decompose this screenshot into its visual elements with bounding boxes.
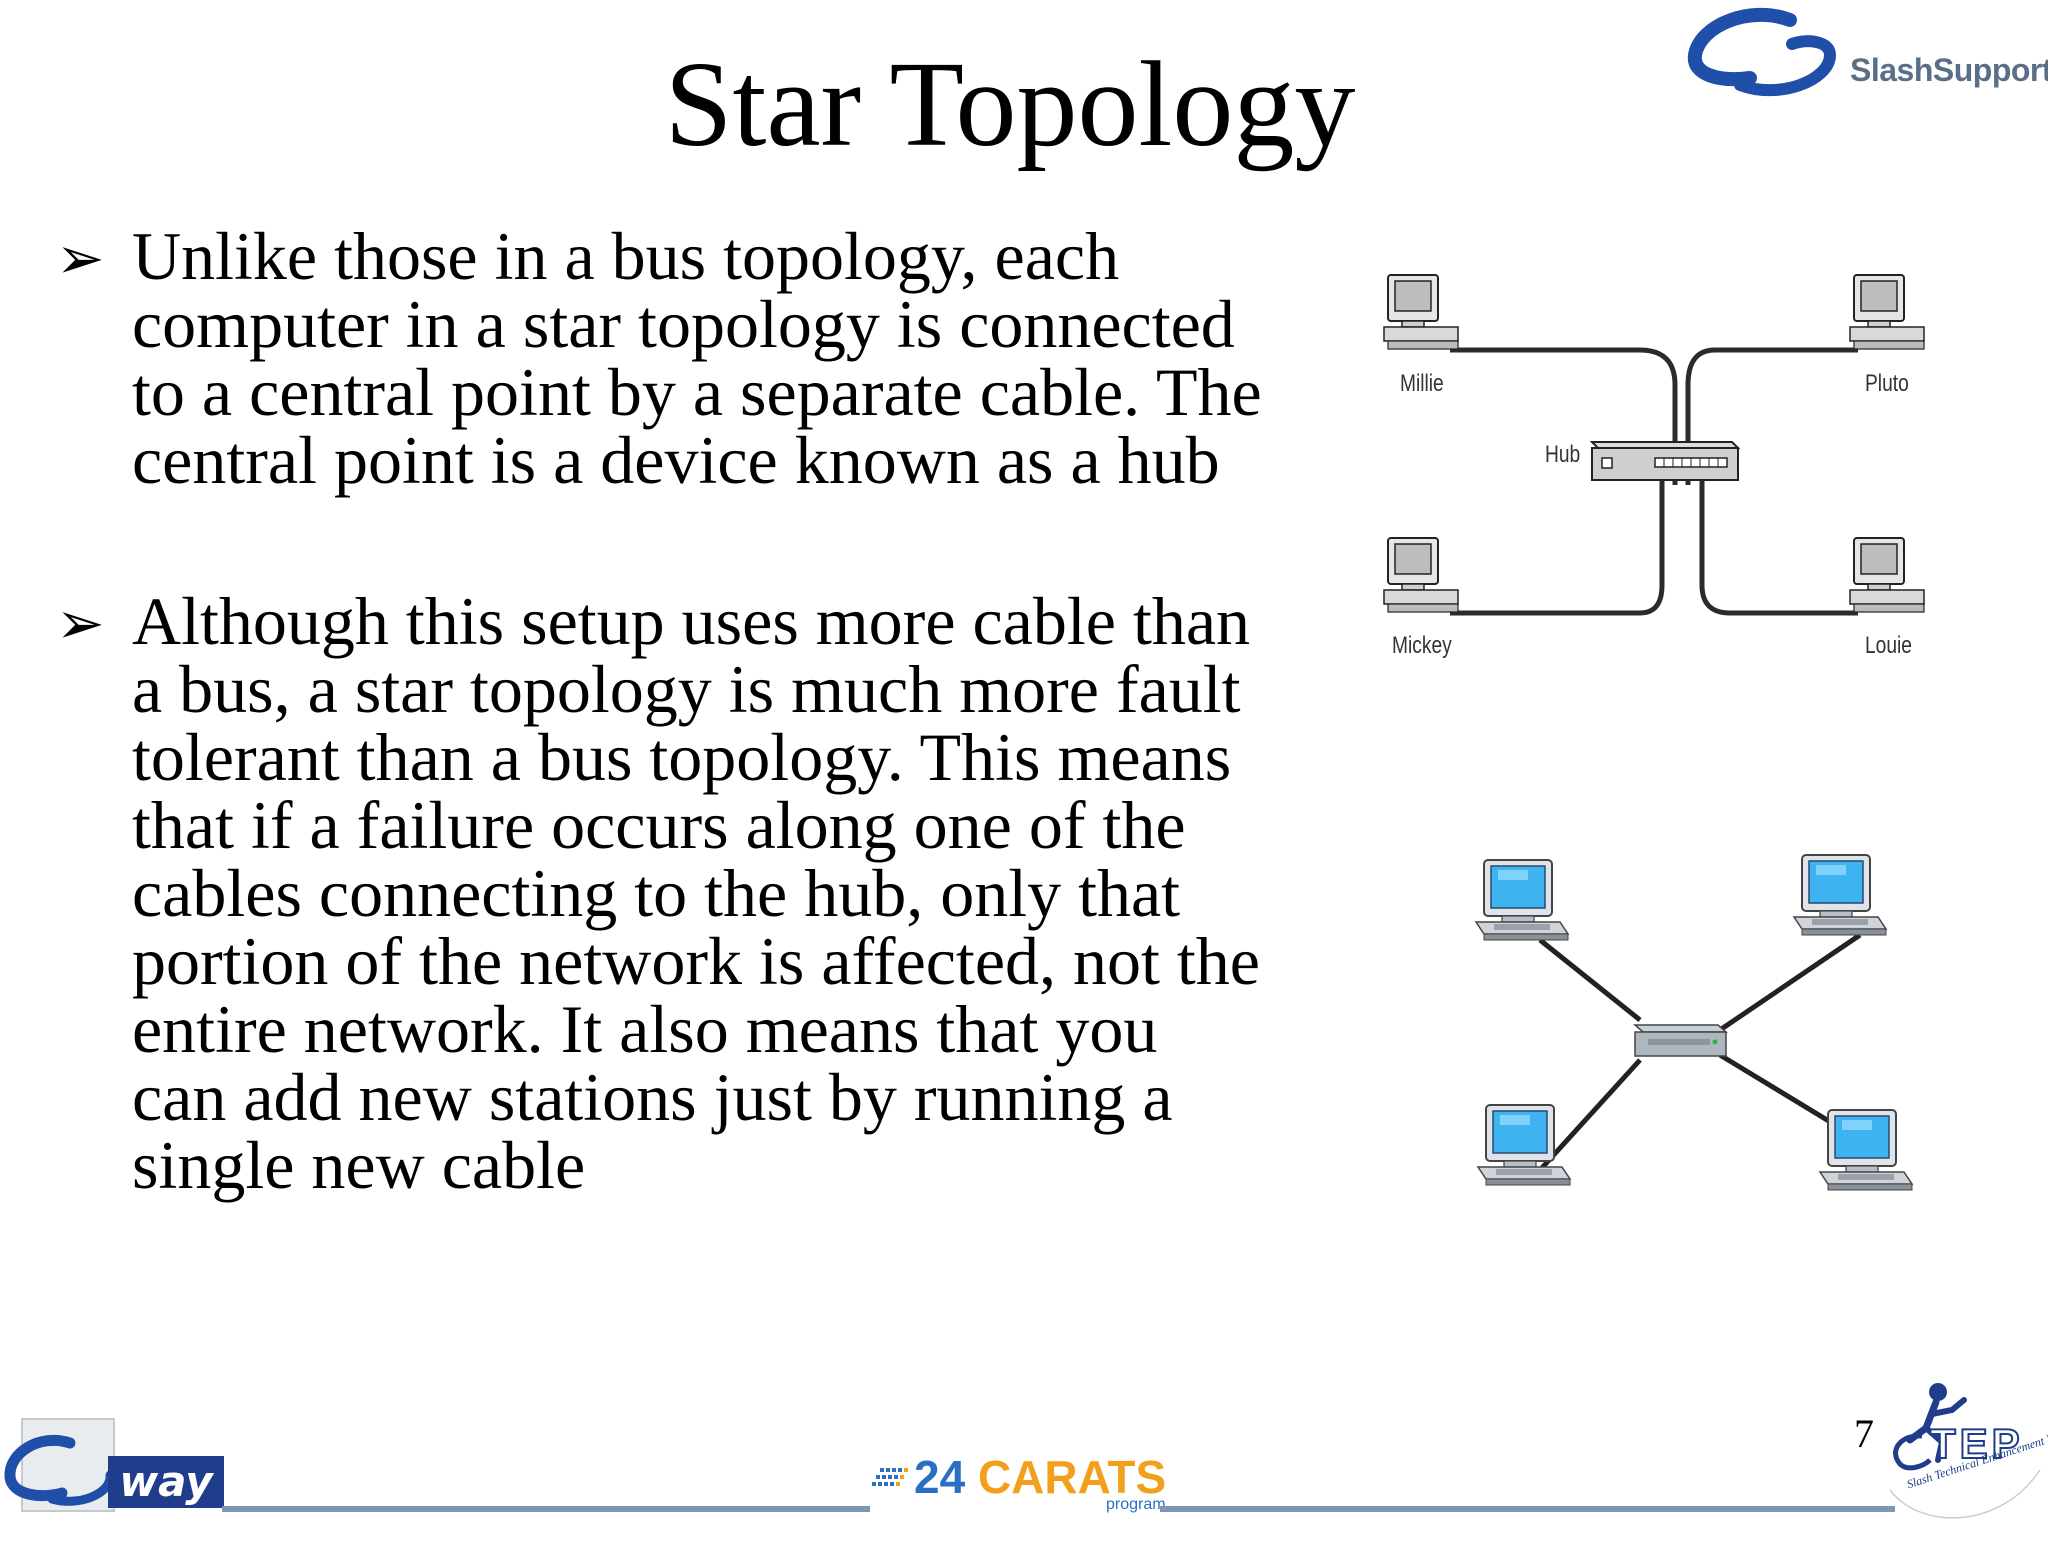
bullet-2: ➢ Although this setup uses more cable th… [56,587,1260,1207]
step-logo [1880,1380,2048,1536]
computer-label-mickey: Mickey [1392,632,1452,659]
sway-logo [0,1415,230,1525]
computer-icon [1475,859,1569,941]
bullet-line: cables connecting to the hub, only that [132,855,1181,931]
sway-swoosh-icon [4,1418,115,1512]
bullet-line: Although this setup uses more cable than [132,583,1251,659]
footer-divider-right [1160,1506,1895,1512]
bullet-line: single new cable [132,1127,586,1203]
bullet-line: entire network. It also means that you [132,991,1158,1067]
footer-divider-left [222,1506,870,1512]
bullet-1-text: Unlike those in a bus topology, each com… [132,222,1312,494]
bullet-line: a bus, a star topology is much more faul… [132,651,1241,727]
star-topology-diagram-colored [1460,840,1930,1210]
computer-icon [1819,1109,1913,1191]
arrow-bullet-icon: ➢ [56,224,105,292]
computer-icon [1477,1104,1571,1186]
computer-label-pluto: Pluto [1865,370,1909,397]
hub-device-icon [1589,441,1741,481]
computer-label-millie: Millie [1400,370,1444,397]
bullet-2-text: Although this setup uses more cable than… [132,587,1312,1199]
bullet-line: that if a failure occurs along one of th… [132,787,1186,863]
star-topology-colored-drawing [1475,854,1913,1191]
slashsupport-swoosh-icon [1687,7,1837,97]
carats-logo: 24 CARATS [870,1452,1166,1502]
star-topology-cables [1383,274,1925,616]
computer-icon [1849,537,1925,613]
computer-label-louie: Louie [1865,632,1912,659]
bullet-line: to a central point by a separate cable. … [132,354,1262,430]
carats-number: 24 [914,1451,966,1503]
bullet-line: portion of the network is affected, not … [132,923,1260,999]
hub-device-icon [1633,1024,1728,1057]
sway-wordmark: way [108,1456,224,1508]
computer-icon [1383,537,1459,613]
hub-label: Hub [1545,441,1581,468]
bullet-line: can add new stations just by running a [132,1059,1173,1135]
bullet-line: central point is a device known as a hub [132,422,1220,498]
bullet-1: ➢ Unlike those in a bus topology, each c… [56,222,1262,502]
carats-subtitle: program [1106,1496,1166,1513]
star-topology-diagram-labeled: Millie Pluto Hub Mickey Louie [1370,255,1950,675]
page-number: 7 [1854,1411,1874,1456]
arrow-bullet-icon: ➢ [56,589,105,657]
step-wordmark: TEP [1929,1419,2024,1468]
computer-icon [1383,274,1459,350]
computer-icon [1849,274,1925,350]
bullet-line: tolerant than a bus topology. This means [132,719,1232,795]
slashsupport-logo: SlashSupport [1680,0,2048,130]
slide-title: Star Topology [664,37,1356,172]
slashsupport-wordmark: SlashSupport [1850,52,2048,88]
bullet-line: Unlike those in a bus topology, each [132,218,1120,294]
computer-icon [1793,854,1887,936]
carats-word: CARATS [977,1451,1167,1503]
bullet-line: computer in a star topology is connected [132,286,1235,362]
grid-dots-icon [872,1467,908,1486]
step-runner-icon [1889,1383,2041,1519]
